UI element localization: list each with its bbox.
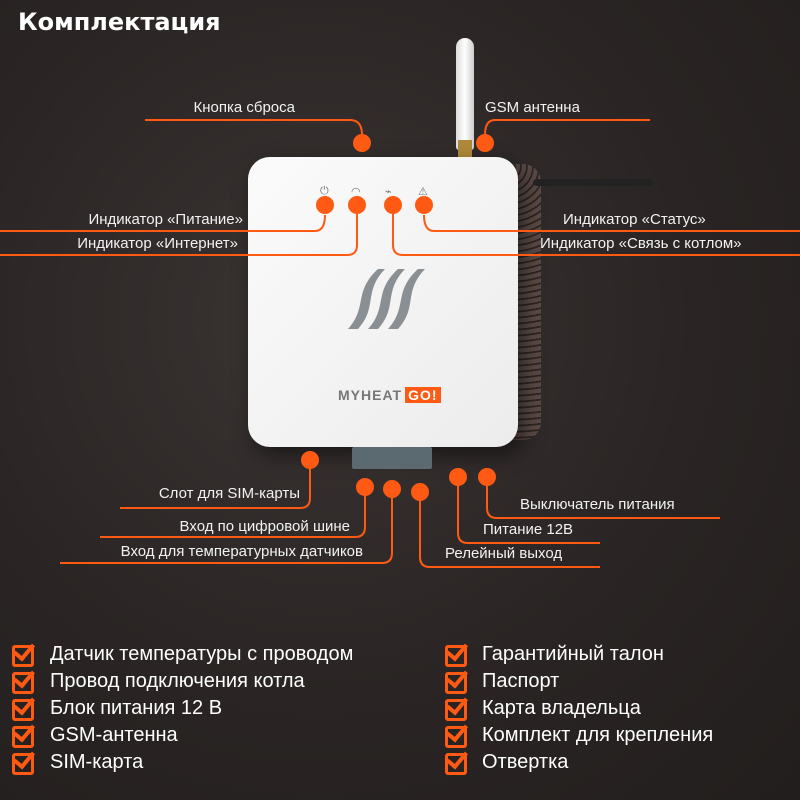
label-reset: Кнопка сброса (193, 99, 295, 116)
bus-input-marker (356, 478, 374, 496)
boiler-led-marker (384, 196, 402, 214)
label-power-led: Индикатор «Питание» (88, 211, 243, 228)
checkbox-icon (12, 645, 34, 667)
reset-slot (533, 179, 653, 186)
status-led-marker (415, 196, 433, 214)
list-item: Провод подключения котла (50, 670, 305, 692)
label-internet-led: Индикатор «Интернет» (77, 235, 238, 252)
list-item: Гарантийный талон (482, 643, 664, 665)
label-switch: Выключатель питания (520, 496, 675, 513)
list-item: Комплект для крепления (482, 724, 714, 746)
power-icon: ⏻ (320, 185, 329, 197)
label-relay: Релейный выход (445, 545, 563, 562)
label-boiler-led: Индикатор «Связь с котлом» (540, 235, 742, 252)
page-title: Комплектация (18, 8, 221, 36)
list-item: Карта владельца (482, 697, 641, 719)
label-power12: Питание 12В (483, 521, 574, 538)
antenna-connector (458, 140, 472, 160)
label-bus: Вход по цифровой шине (179, 518, 350, 535)
power12-marker (449, 468, 467, 486)
relay-output-marker (411, 483, 429, 501)
list-item: Датчик температуры с проводом (50, 643, 354, 665)
checkbox-icon (12, 726, 34, 748)
checkbox-icon (445, 672, 467, 694)
power-led-marker (316, 196, 334, 214)
internet-led-marker (348, 196, 366, 214)
list-item: Блок питания 12 В (50, 697, 223, 719)
boiler-link-icon: ⌁ (385, 186, 392, 198)
label-sim: Слот для SIM-карты (158, 485, 300, 502)
gsm-antenna-marker (476, 134, 494, 152)
list-item: Отвертка (482, 751, 569, 773)
checkbox-icon (12, 699, 34, 721)
checkbox-icon (445, 699, 467, 721)
checkbox-icon (445, 753, 467, 775)
wifi-icon: ◠ (351, 186, 361, 198)
warning-icon: ⚠ (418, 186, 428, 198)
checkbox-icon (445, 726, 467, 748)
label-status-led: Индикатор «Статус» (563, 211, 706, 228)
list-item: SIM-карта (50, 751, 144, 773)
label-gsm: GSM антенна (485, 99, 580, 116)
gsm-antenna (456, 38, 474, 150)
flame-logo-icon (348, 269, 425, 329)
list-item: GSM-антенна (50, 724, 178, 746)
brand-badge: GO! (405, 387, 441, 403)
terminal-block (352, 447, 432, 469)
temp-input-marker (383, 480, 401, 498)
sim-slot-marker (301, 451, 319, 469)
checkbox-icon (12, 753, 34, 775)
label-temp: Вход для температурных датчиков (120, 543, 363, 560)
power-switch-marker (478, 468, 496, 486)
list-item: Паспорт (482, 670, 560, 692)
reset-button-marker (353, 134, 371, 152)
brand-name: MYHEAT (338, 387, 403, 403)
checkbox-icon (445, 645, 467, 667)
checkbox-icon (12, 672, 34, 694)
